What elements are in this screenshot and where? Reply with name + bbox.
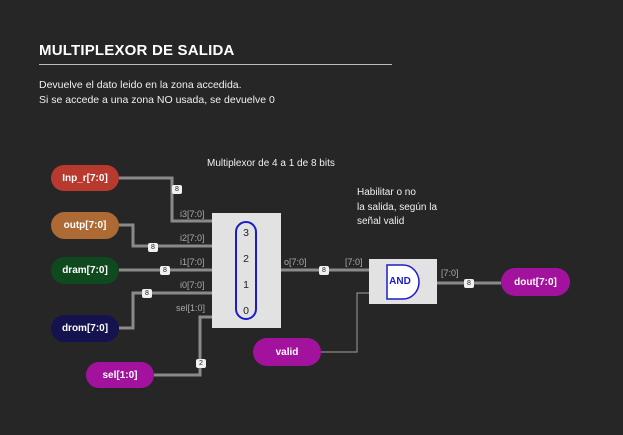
port-i1: i1[7:0] [180,257,205,267]
bus-width-and-out: 8 [464,279,474,288]
bus-width-dram: 8 [160,266,170,275]
port-out: o[7:0] [284,257,307,267]
and-out-label: [7:0] [441,268,459,278]
and-gate-label: AND [389,276,411,287]
mux-selector-oval [235,221,257,320]
input-outp[interactable]: outp[7:0] [51,212,119,239]
description-line-1: Devuelve el dato leido en la zona accedi… [39,79,242,91]
input-dram[interactable]: dram[7:0] [51,257,119,284]
port-i0: i0[7:0] [180,280,205,290]
and-gate-icon [386,264,420,300]
wire-inp-r [119,176,212,223]
port-i3: i3[7:0] [180,209,205,219]
description-line-2: Si se accede a una zona NO usada, se dev… [39,94,275,106]
input-valid[interactable]: valid [253,338,321,366]
wire-sel [154,315,212,377]
output-dout[interactable]: dout[7:0] [501,268,570,296]
note-line-1: Habilitar o no [357,187,416,198]
mux-index-0: 0 [243,305,249,317]
and-in-label: [7:0] [345,257,363,267]
mux-index-3: 3 [243,227,249,239]
input-sel[interactable]: sel[1:0] [86,362,154,388]
page-title: MULTIPLEXOR DE SALIDA [39,42,235,59]
input-drom[interactable]: drom[7:0] [51,315,119,342]
note-line-2: la salida, según la [357,202,438,213]
input-inp-r[interactable]: Inp_r[7:0] [51,165,119,191]
mux-index-2: 2 [243,253,249,265]
port-sel: sel[1:0] [176,303,206,313]
bus-width-mux-out: 8 [319,266,329,275]
title-divider [39,64,392,65]
wire-valid [321,292,369,353]
wire-outp [119,223,212,248]
bus-width-inp-r: 8 [172,185,182,194]
mux-title: Multiplexor de 4 a 1 de 8 bits [207,158,335,169]
wire-drom [119,291,212,330]
port-i2: i2[7:0] [180,233,205,243]
note-line-3: señal valid [357,216,405,227]
bus-width-outp: 8 [148,243,158,252]
bus-width-sel: 2 [196,359,206,368]
bus-width-drom: 8 [142,289,152,298]
mux-index-1: 1 [243,279,249,291]
